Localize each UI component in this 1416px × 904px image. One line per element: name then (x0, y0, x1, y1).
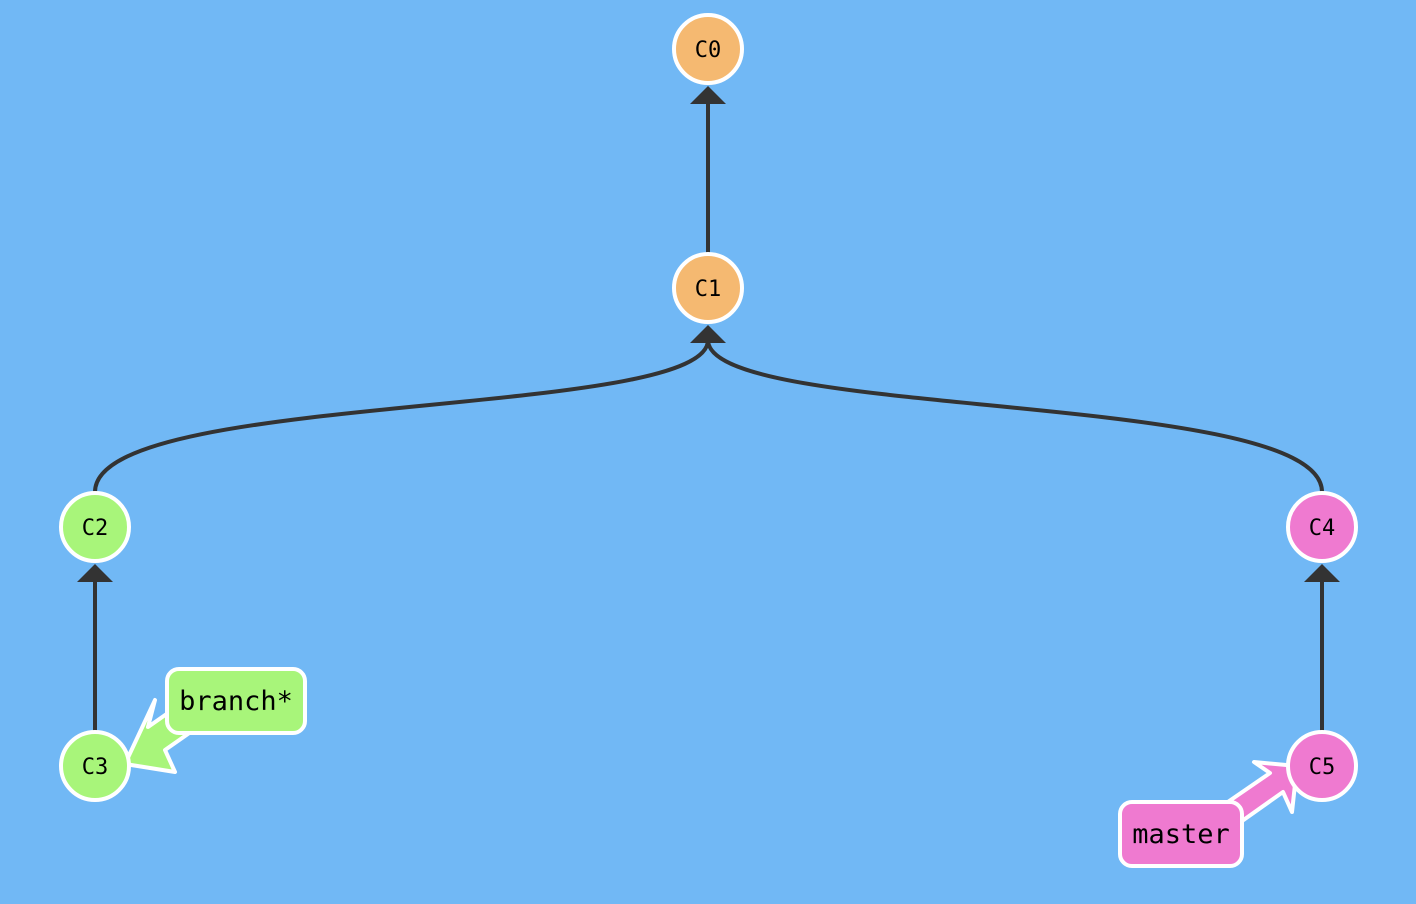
commit-node-c3[interactable]: C3 (59, 730, 131, 802)
commit-node-c0[interactable]: C0 (672, 13, 744, 85)
commit-circle[interactable] (1286, 730, 1358, 802)
arrowheads (77, 86, 1340, 582)
arrowhead-c1-icon (690, 325, 726, 343)
arrowhead-c2-icon (77, 564, 113, 582)
commit-node-c4[interactable]: C4 (1286, 491, 1358, 563)
commit-label: C0 (695, 38, 722, 63)
edges (93, 100, 1324, 731)
commit-node-c5[interactable]: C5 (1286, 730, 1358, 802)
master-tag-box[interactable] (1118, 800, 1244, 868)
branch-tag-box[interactable] (165, 667, 307, 735)
commit-node-c2[interactable]: C2 (59, 491, 131, 563)
arrowhead-c4-icon (1304, 564, 1340, 582)
commit-circle[interactable] (672, 252, 744, 324)
branch-tag-label: branch* (179, 686, 293, 717)
arrowhead-c0-icon (690, 86, 726, 104)
commit-circle[interactable] (59, 730, 131, 802)
branch-pointer-master[interactable]: master (1118, 760, 1299, 868)
commit-label: C3 (82, 755, 109, 780)
edge-c2-c1 (93, 339, 710, 493)
commit-node-c1[interactable]: C1 (672, 252, 744, 324)
commit-circle[interactable] (59, 491, 131, 563)
commit-label: C5 (1309, 755, 1336, 780)
branch-pointer-branch[interactable]: branch* (123, 667, 307, 774)
commit-circle[interactable] (672, 13, 744, 85)
commit-label: C4 (1309, 516, 1336, 541)
commit-label: C2 (82, 516, 109, 541)
edge-c4-c1 (706, 339, 1324, 493)
commit-label: C1 (695, 277, 722, 302)
master-tag-label: master (1132, 819, 1230, 850)
commit-circle[interactable] (1286, 491, 1358, 563)
